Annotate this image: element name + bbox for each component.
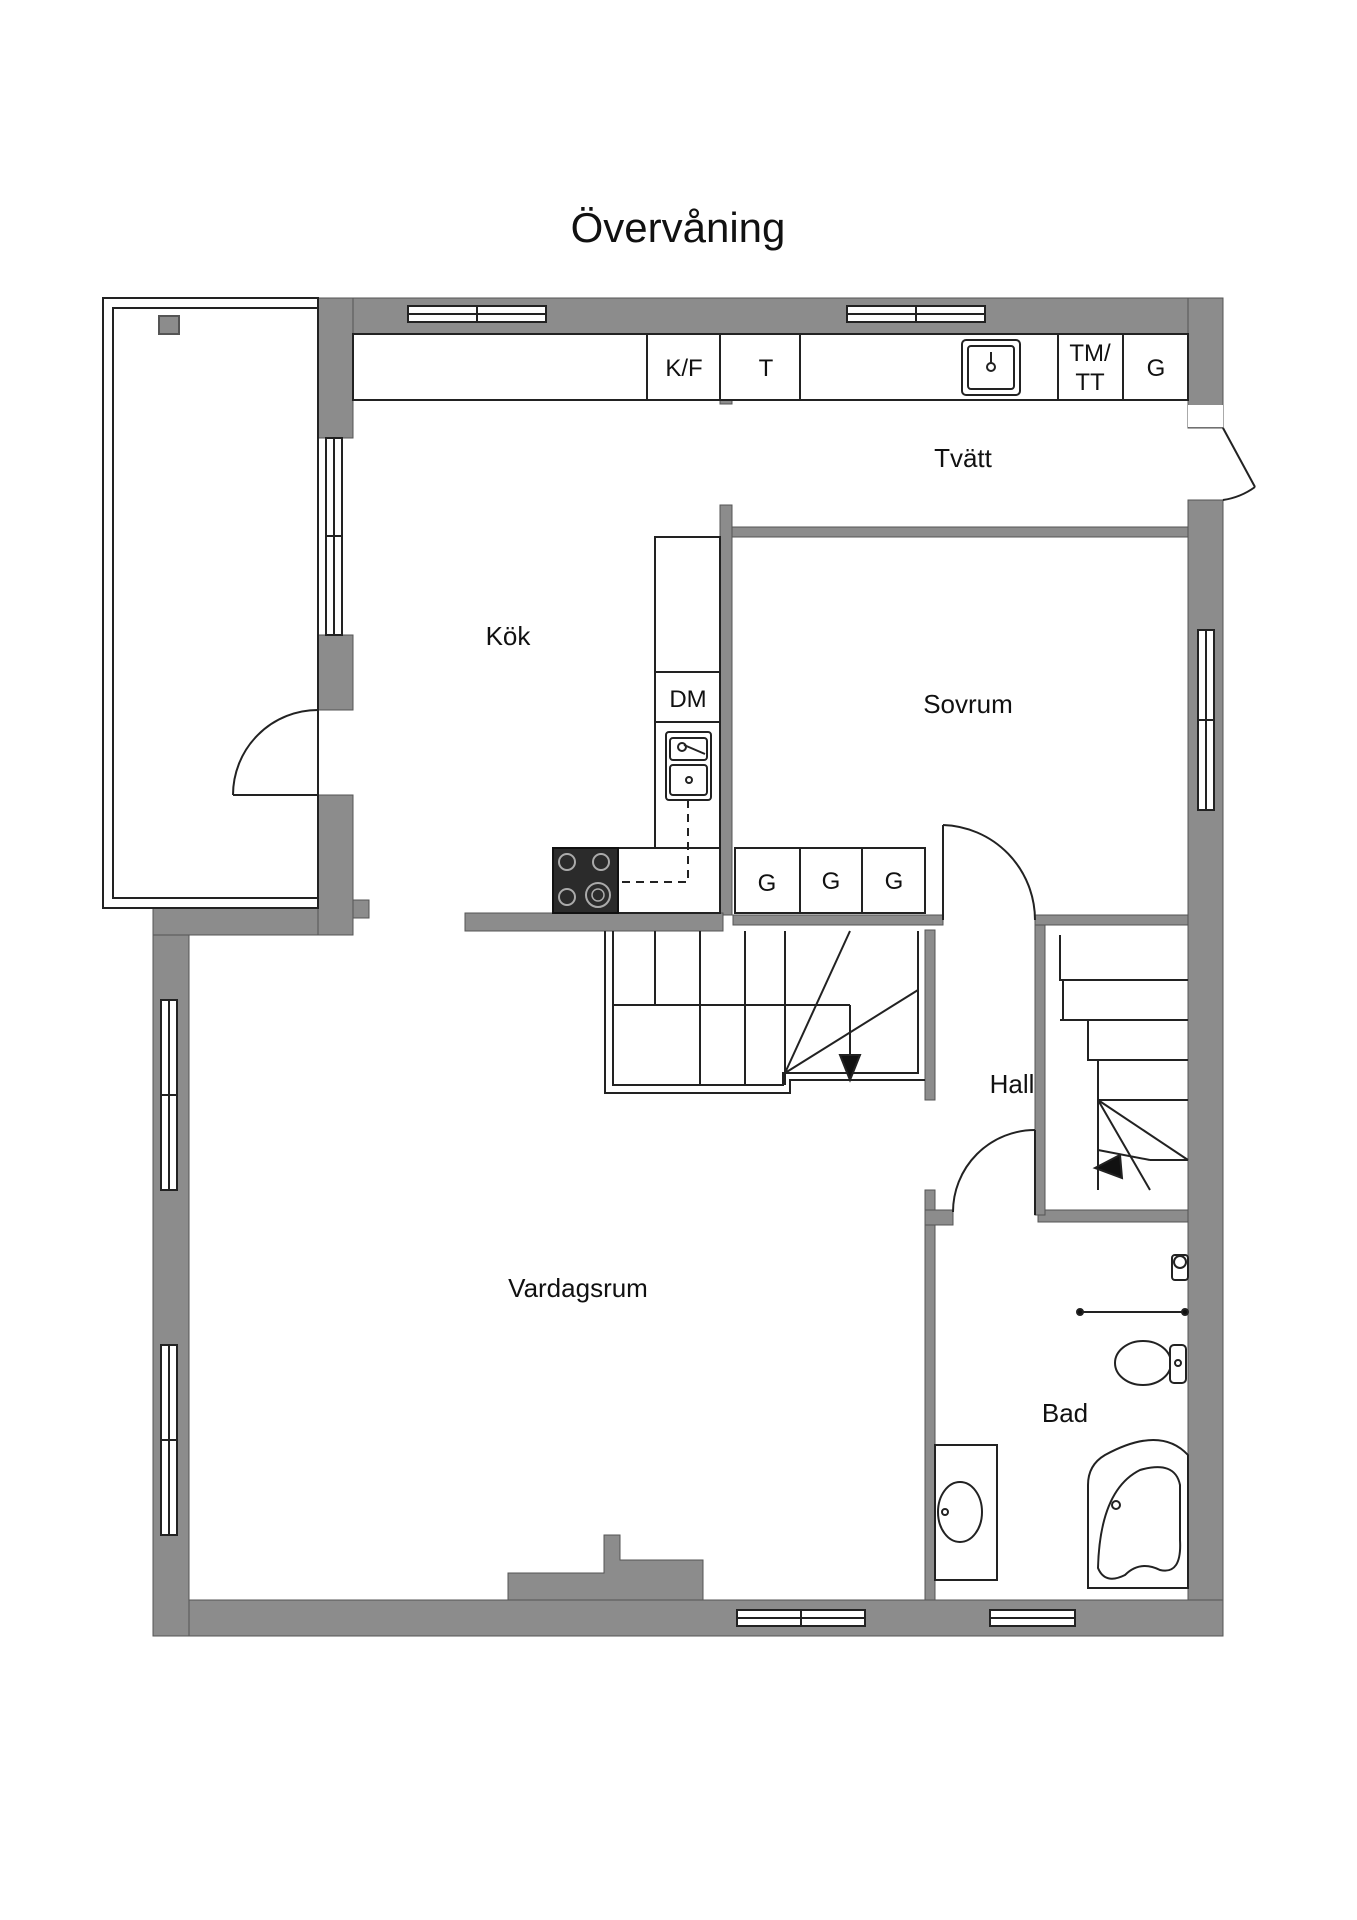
label-wardrobe-1: G — [758, 870, 777, 897]
label-washer-bottom: TT — [1075, 369, 1105, 396]
balcony-outline — [102, 297, 319, 909]
label-wardrobe-3: G — [885, 868, 904, 895]
wall-kitchen-left-top — [317, 297, 354, 439]
stairs-hall — [1059, 935, 1189, 1191]
label-wardrobe-2: G — [822, 868, 841, 895]
wall-bedroom-bottom-left — [732, 914, 944, 926]
bath-fixtures — [934, 1254, 1189, 1589]
label-washer-top: TM/ — [1069, 340, 1111, 367]
wall-laundry-bedroom — [719, 526, 1189, 538]
bath-sink — [937, 1481, 983, 1543]
corner-bathtub — [1087, 1439, 1189, 1589]
wall-kitchen-left-mid — [317, 634, 354, 711]
room-label-hall: Hall — [990, 1069, 1035, 1099]
stair-arrow-down — [838, 1054, 862, 1083]
label-dryer: T — [759, 355, 774, 382]
door-laundry — [1222, 427, 1256, 488]
balcony-post — [158, 315, 180, 335]
stove-top — [552, 847, 619, 914]
balcony-inner — [112, 307, 319, 899]
laundry-sink — [961, 339, 1021, 396]
kitchen-divider — [464, 912, 724, 932]
laundry-counter — [352, 333, 1189, 401]
label-fridge-freezer: K/F — [665, 355, 702, 382]
wardrobe-3 — [861, 847, 926, 914]
toilet — [1114, 1340, 1172, 1386]
room-label-kitchen: Kök — [486, 621, 532, 651]
wardrobe-1 — [734, 847, 801, 914]
stove — [552, 847, 619, 914]
room-label-bedroom: Sovrum — [923, 689, 1013, 719]
stairs-main — [604, 930, 925, 1094]
door-balcony — [232, 709, 319, 796]
wall-bath-top — [1037, 1209, 1189, 1223]
wall-kitchen-left-bottom — [317, 794, 354, 936]
balcony — [102, 297, 319, 909]
plan-title: Övervåning — [571, 204, 786, 251]
bath-sink-cabinet — [934, 1444, 998, 1581]
bedroom-wardrobes — [734, 847, 926, 914]
wall-bath-left — [924, 1189, 936, 1601]
room-label-laundry: Tvätt — [934, 443, 993, 473]
room-label-bath: Bad — [1042, 1398, 1088, 1428]
shower-head — [1173, 1255, 1187, 1269]
doors — [232, 427, 1256, 1215]
wall-hall-right — [1034, 924, 1046, 1216]
stair-arrow-hall — [1092, 1153, 1124, 1180]
label-laundry-wardrobe: G — [1147, 355, 1166, 382]
windows — [160, 305, 1215, 1627]
wall-bedroom-bottom-right — [1034, 914, 1189, 926]
door-bath — [952, 1129, 1036, 1213]
wall-stair-right — [924, 929, 936, 1101]
wardrobe-2 — [799, 847, 863, 914]
door-bedroom — [942, 824, 1036, 921]
label-dishwasher: DM — [669, 686, 706, 713]
chimney — [507, 1534, 704, 1601]
room-label-living: Vardagsrum — [508, 1273, 648, 1303]
wall-bath-corner — [924, 1209, 954, 1226]
wall-kitchen-bedroom — [719, 504, 733, 916]
